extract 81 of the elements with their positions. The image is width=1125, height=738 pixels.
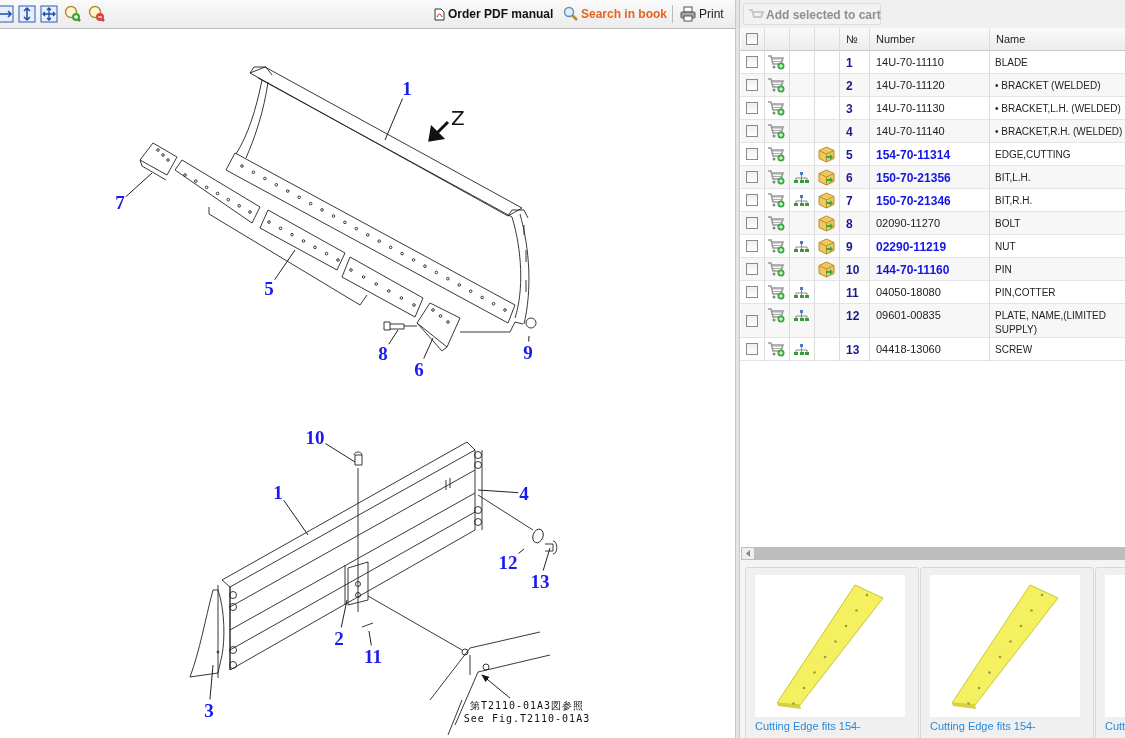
column-header: № (846, 33, 858, 45)
part-number-link: 154-70-11314 (876, 148, 951, 162)
row-number: 12 (846, 309, 860, 323)
callout-number: 5 (264, 278, 274, 298)
part-number: 04418-13060 (876, 343, 941, 355)
row-number: 11 (846, 286, 859, 300)
leader-line (325, 443, 356, 463)
leader-line (368, 630, 372, 646)
part-number: 09601-00835 (876, 309, 941, 321)
leader-line (542, 547, 551, 571)
part-name: NUT (995, 240, 1017, 254)
leader-line (274, 249, 296, 281)
arrow (481, 674, 511, 699)
leader-line (388, 329, 399, 345)
callout-number: 13 (530, 571, 550, 591)
part-number: 14U-70-11120 (876, 79, 945, 91)
row-number: 13 (846, 343, 860, 357)
reference-text: See Fig.T2110-01A3 (463, 712, 591, 725)
part-name: • BRACKET,L.H. (WELDED) (995, 102, 1122, 116)
part-name: BIT,R.H. (995, 194, 1034, 208)
callout-number: 1 (402, 78, 412, 98)
part-number: 02090-11270 (876, 217, 941, 229)
callout-number: 4 (519, 483, 529, 503)
leader-line (477, 489, 519, 494)
part-name: PIN (995, 263, 1013, 277)
part-name: PLATE, NAME,(LIMITED SUPPLY) (995, 309, 1107, 337)
part-name: BLADE (995, 56, 1029, 70)
callout-number: 12 (498, 552, 518, 572)
callout-number: 9 (523, 342, 533, 362)
part-number: 14U-70-11130 (876, 102, 945, 114)
callout-number: 2 (334, 628, 344, 648)
part-number-link: 150-70-21356 (876, 171, 951, 185)
row-number: 9 (846, 240, 853, 254)
part-name: • BRACKET,R.H. (WELDED) (995, 125, 1124, 139)
row-number: 10 (846, 263, 860, 277)
leader-line (340, 599, 348, 628)
part-name: BOLT (995, 217, 1022, 231)
callout-number: 7 (115, 192, 125, 212)
part-name: PIN,COTTER (995, 286, 1057, 300)
reference-text: 第T2110-01A3図参照 (468, 699, 586, 712)
part-name: EDGE,CUTTING (995, 148, 1072, 162)
part-number-link: 02290-11219 (876, 240, 947, 254)
search-link: Search in book (581, 7, 668, 21)
callout-number: 6 (414, 359, 424, 379)
print-link: Print (699, 7, 724, 21)
leader-line (528, 335, 530, 342)
leader-line (384, 98, 404, 141)
leader-line (125, 172, 153, 198)
row-number: 7 (846, 194, 853, 208)
leader-line (209, 664, 214, 700)
column-header: Number (876, 33, 916, 45)
add-to-cart-button: Add selected to cart (743, 3, 881, 25)
callout-number: 3 (204, 700, 214, 720)
part-number: 04050-18080 (876, 286, 941, 298)
callout-number: 8 (378, 343, 388, 363)
part-number-link: 144-70-11160 (876, 263, 950, 277)
part-number: 14U-70-11110 (876, 56, 944, 68)
part-number-link: 150-70-21346 (876, 194, 951, 208)
part-number: 14U-70-11140 (876, 125, 945, 137)
row-number: 8 (846, 217, 853, 231)
column-header: Name (996, 33, 1026, 45)
row-number: 3 (846, 102, 853, 116)
row-number: 4 (846, 125, 853, 139)
leader-line (518, 548, 525, 554)
product-link: Cutting Edge fits 154- (755, 720, 861, 732)
callout-number: 11 (364, 646, 382, 666)
row-number: 2 (846, 79, 853, 93)
leader-line (423, 337, 434, 359)
leader-line (283, 499, 309, 536)
part-name: SCREW (995, 343, 1034, 357)
row-number: 5 (846, 148, 853, 162)
row-number: 6 (846, 171, 853, 185)
order-pdf-link: Order PDF manual (448, 7, 554, 21)
product-link: Cutt (1105, 720, 1125, 732)
part-name: • BRACKET (WELDED) (995, 79, 1102, 93)
part-name: BIT,L.H. (995, 171, 1032, 185)
view-direction-label: Z (451, 106, 465, 130)
product-link: Cutting Edge fits 154- (930, 720, 1036, 732)
callout-number: 1 (273, 482, 283, 502)
callout-number: 10 (305, 427, 325, 447)
row-number: 1 (846, 56, 853, 70)
